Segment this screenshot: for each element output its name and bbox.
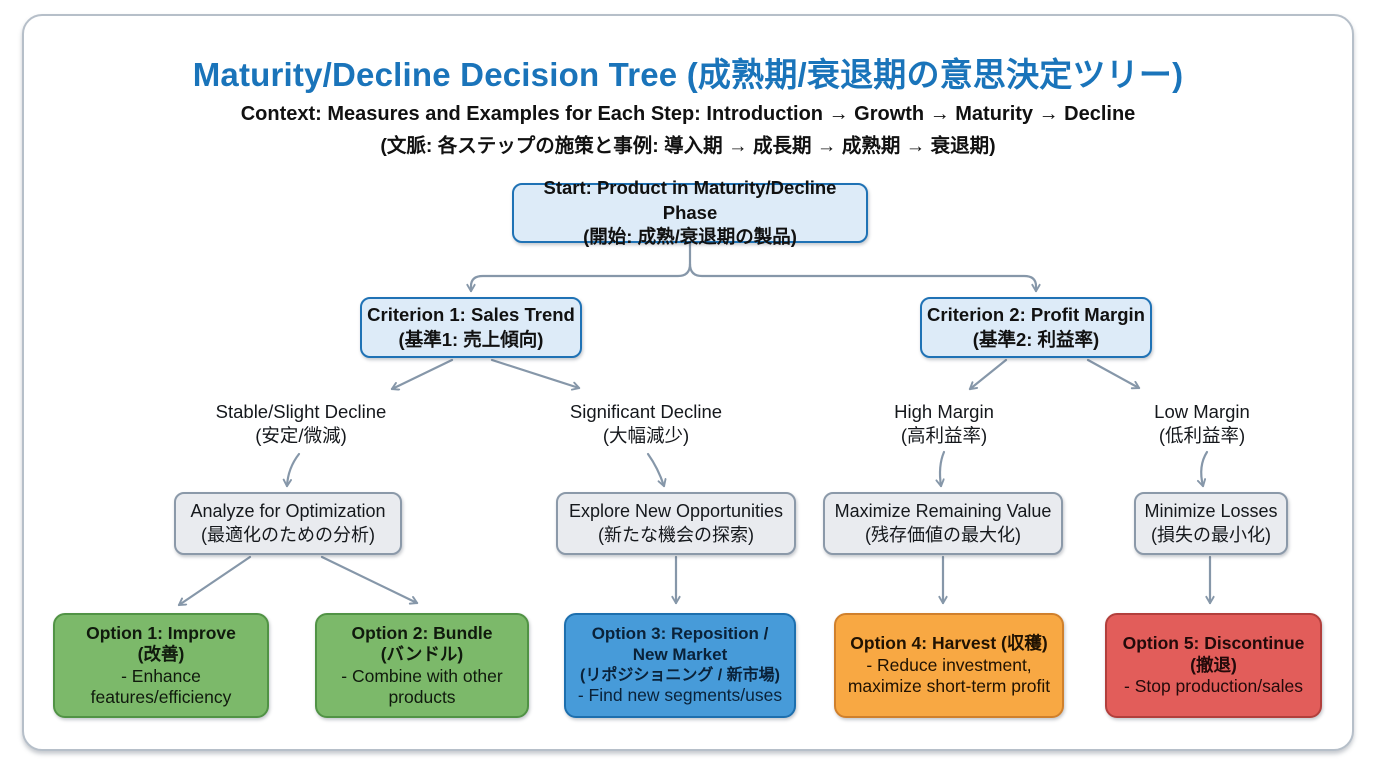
context-subtitle-en: Context: Measures and Examples for Each … <box>240 103 1136 125</box>
arrow-start-to-criterion2 <box>688 262 1036 291</box>
arrow-stable-to-analyze <box>287 452 301 486</box>
criterion1-label-ja: (基準1: 売上傾向) <box>398 328 544 350</box>
minimize-node: Minimize Losses (損失の最小化) <box>1134 492 1288 555</box>
option4-detail: - Reduce investment, maximize short-term… <box>847 654 1051 697</box>
option4-title: Option 4: Harvest (収穫) <box>850 633 1048 654</box>
option3-title-ja: (リポジショニング / 新市場) <box>580 666 780 684</box>
option3-title: Option 3: Reposition / New Market <box>591 624 769 665</box>
option1-title: Option 1: Improve <box>86 622 236 643</box>
minimize-label-en: Minimize Losses <box>1144 500 1278 521</box>
arrow-criterion2-to-low <box>1086 358 1139 388</box>
option5-title-ja: (撤退) <box>1190 654 1237 675</box>
start-node: Start: Product in Maturity/Decline Phase… <box>512 177 868 247</box>
explore-label-en: Explore New Opportunities <box>568 500 784 521</box>
page-title: Maturity/Decline Decision Tree (成熟期/衰退期の… <box>192 56 1184 93</box>
minimize-label-ja: (損失の最小化) <box>1151 524 1271 545</box>
option5-title: Option 5: Discontinue <box>1122 633 1305 654</box>
arrow-high-to-maximize <box>940 450 946 486</box>
criterion2-label-ja: (基準2: 利益率) <box>972 328 1100 350</box>
option1-node: Option 1: Improve (改善) - Enhance feature… <box>53 613 269 718</box>
arrow-criterion1-to-stable <box>392 358 454 389</box>
maximize-label-en: Maximize Remaining Value <box>834 500 1052 521</box>
context-subtitle-ja: (文脈: 各ステップの施策と事例: 導入期 → 成長期 → 成熟期 → 衰退期) <box>380 135 996 157</box>
arrow-significant-to-explore <box>646 452 664 486</box>
edge-label-significant: Significant Decline (大幅減少) <box>536 400 756 448</box>
maximize-node: Maximize Remaining Value (残存価値の最大化) <box>823 492 1063 555</box>
edge-label-significant-en: Significant Decline <box>569 401 723 422</box>
arrow-criterion2-to-high <box>970 358 1008 391</box>
option2-detail: - Combine with other products <box>341 665 503 707</box>
edge-label-high-margin-ja: (高利益率) <box>900 425 988 447</box>
option2-title: Option 2: Bundle <box>351 622 493 643</box>
option1-title-ja: (改善) <box>137 644 185 665</box>
option3-detail: - Find new segments/uses <box>577 685 783 706</box>
edge-label-high-margin: High Margin (高利益率) <box>859 400 1029 448</box>
arrow-criterion1-to-significant <box>490 358 579 388</box>
criterion1-node: Criterion 1: Sales Trend (基準1: 売上傾向) <box>360 297 582 358</box>
option4-node: Option 4: Harvest (収穫) - Reduce investme… <box>834 613 1064 718</box>
criterion2-label-en: Criterion 2: Profit Margin <box>927 304 1145 326</box>
edge-label-low-margin: Low Margin (低利益率) <box>1117 400 1287 448</box>
option2-node: Option 2: Bundle (バンドル) - Combine with o… <box>315 613 529 718</box>
edge-label-stable-ja: (安定/微減) <box>255 425 347 447</box>
start-node-label-en: Start: Product in Maturity/Decline Phase <box>543 177 837 223</box>
edge-label-high-margin-en: High Margin <box>894 401 994 422</box>
start-node-label-ja: (開始: 成熟/衰退期の製品) <box>583 226 797 248</box>
edge-label-significant-ja: (大幅減少) <box>602 425 690 447</box>
arrow-start-to-criterion1 <box>471 241 692 291</box>
explore-label-ja: (新たな機会の探索) <box>598 524 754 545</box>
edge-label-stable: Stable/Slight Decline (安定/微減) <box>191 400 411 448</box>
option5-detail: - Stop production/sales <box>1124 676 1303 697</box>
edge-label-low-margin-ja: (低利益率) <box>1158 425 1246 447</box>
analyze-label-ja: (最適化のための分析) <box>201 524 375 545</box>
option1-detail: - Enhance features/efficiency <box>90 665 232 707</box>
arrow-analyze-to-option2 <box>320 555 417 603</box>
edge-label-low-margin-en: Low Margin <box>1154 401 1250 422</box>
arrow-low-to-minimize <box>1201 450 1209 486</box>
option3-node: Option 3: Reposition / New Market (リポジショ… <box>564 613 796 718</box>
edge-label-stable-en: Stable/Slight Decline <box>215 401 387 422</box>
criterion2-node: Criterion 2: Profit Margin (基準2: 利益率) <box>920 297 1152 358</box>
analyze-label-en: Analyze for Optimization <box>190 500 386 521</box>
criterion1-label-en: Criterion 1: Sales Trend <box>367 304 575 326</box>
option5-node: Option 5: Discontinue (撤退) - Stop produc… <box>1105 613 1322 718</box>
option2-title-ja: (バンドル) <box>380 644 464 665</box>
arrow-analyze-to-option1 <box>179 555 252 607</box>
explore-node: Explore New Opportunities (新たな機会の探索) <box>556 492 796 555</box>
analyze-node: Analyze for Optimization (最適化のための分析) <box>174 492 402 555</box>
maximize-label-ja: (残存価値の最大化) <box>865 524 1021 545</box>
